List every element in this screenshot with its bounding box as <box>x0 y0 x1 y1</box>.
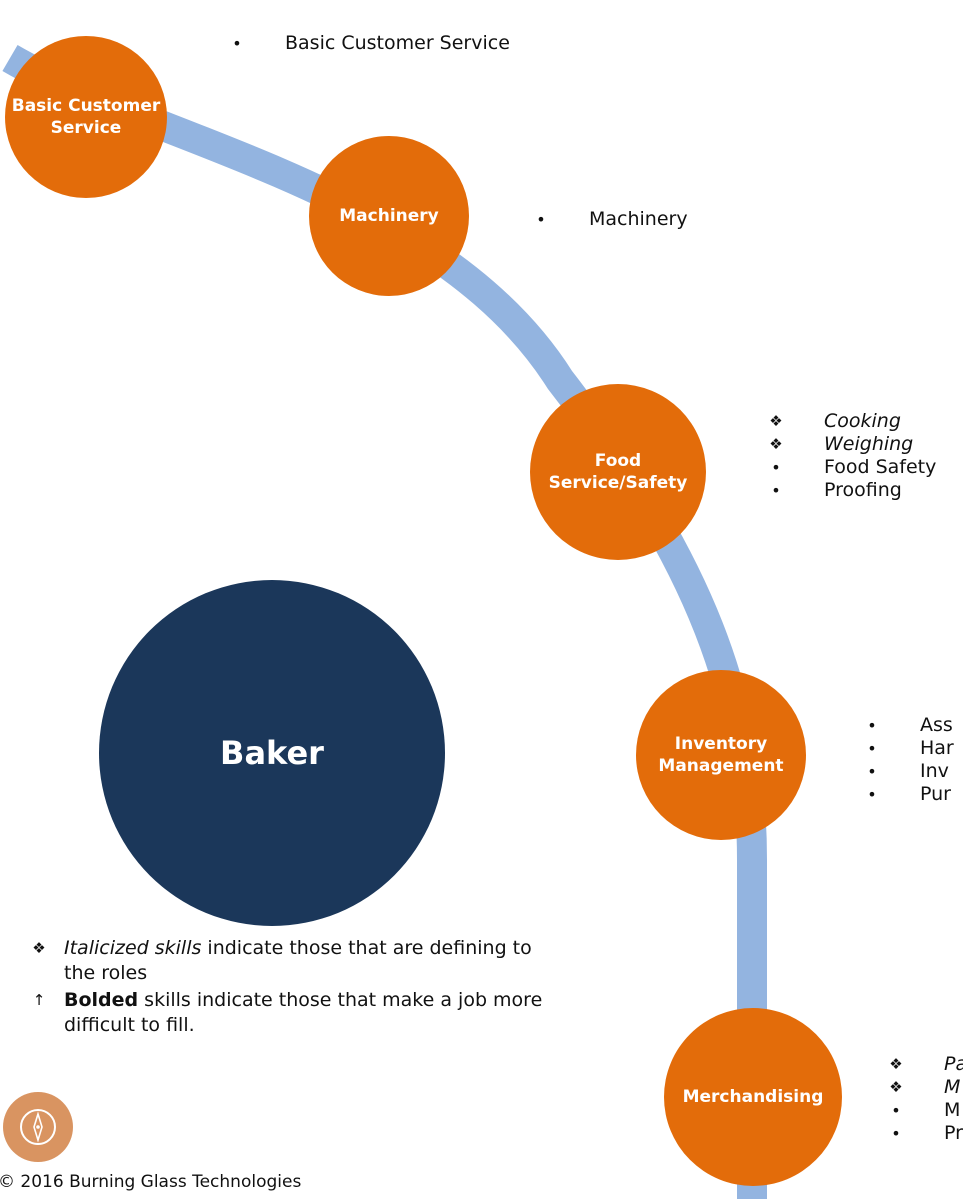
arrow-up-icon: ↑ <box>32 991 46 1009</box>
legend: ❖ Italicized skills indicate those that a… <box>28 936 548 1040</box>
bullet-icon: • <box>867 739 877 758</box>
legend-item-bold: ↑ Bolded skills indicate those that make … <box>28 988 548 1038</box>
node-label: Food Service/Safety <box>548 451 688 493</box>
legend-text: indicate those that are defining to the … <box>64 937 532 984</box>
skill-item: •M <box>886 1099 963 1122</box>
skill-item: •Food Safety <box>766 456 936 479</box>
skill-item: ❖Cooking <box>766 410 936 433</box>
node-label: Basic Customer Service <box>11 96 161 138</box>
bullet-icon: • <box>771 481 781 500</box>
diamond-bullet-icon: ❖ <box>769 412 783 430</box>
node-merchandising: Merchandising <box>664 1008 842 1186</box>
node-label: Inventory Management <box>658 734 784 776</box>
diamond-bullet-icon: ❖ <box>889 1078 903 1096</box>
skill-item: •Proofing <box>766 479 936 502</box>
skills-merchandising: ❖Pa ❖M •M •Pr <box>886 1053 963 1145</box>
bullet-icon: • <box>867 716 877 735</box>
node-basic-customer-service: Basic Customer Service <box>5 36 167 198</box>
diamond-bullet-icon: ❖ <box>769 435 783 453</box>
legend-emphasis-italic: Italicized skills <box>64 937 202 959</box>
diamond-bullet-icon: ❖ <box>889 1055 903 1073</box>
bullet-icon: • <box>891 1101 901 1120</box>
skill-item: •Ass <box>862 714 963 737</box>
skills-basic-customer-service: •Basic Customer Service <box>227 32 510 55</box>
bullet-icon: • <box>536 210 546 229</box>
node-label: Merchandising <box>682 1087 824 1107</box>
bullet-icon: • <box>867 762 877 781</box>
skill-item: •Inv <box>862 760 963 783</box>
node-machinery: Machinery <box>309 136 469 296</box>
diamond-bullet-icon: ❖ <box>32 939 46 957</box>
skills-machinery: •Machinery <box>531 208 687 231</box>
skill-item: ❖Weighing <box>766 433 936 456</box>
skill-item: ❖Pa <box>886 1053 963 1076</box>
skill-item: •Machinery <box>531 208 687 231</box>
bullet-icon: • <box>771 458 781 477</box>
bullet-icon: • <box>232 34 242 53</box>
skill-item: •Basic Customer Service <box>227 32 510 55</box>
skill-item: •Har <box>862 737 963 760</box>
copyright-text: © 2016 Burning Glass Technologies <box>0 1172 302 1192</box>
legend-emphasis-bold: Bolded <box>64 989 139 1011</box>
node-inventory-management: Inventory Management <box>636 670 806 840</box>
legend-item-italic: ❖ Italicized skills indicate those that a… <box>28 936 548 986</box>
center-label: Baker <box>220 734 324 772</box>
skill-item: ❖M <box>886 1076 963 1099</box>
node-label: Machinery <box>339 206 439 226</box>
compass-logo <box>3 1092 73 1162</box>
skills-food-service-safety: ❖Cooking ❖Weighing •Food Safety •Proofin… <box>766 410 936 502</box>
skill-item: •Pr <box>886 1122 963 1145</box>
bullet-icon: • <box>891 1124 901 1143</box>
bullet-icon: • <box>867 785 877 804</box>
compass-icon <box>20 1109 56 1145</box>
skills-inventory-management: •Ass •Har •Inv •Pur <box>862 714 963 806</box>
center-node-baker: Baker <box>99 580 445 926</box>
legend-text: skills indicate those that make a job mo… <box>64 989 543 1036</box>
node-food-service-safety: Food Service/Safety <box>530 384 706 560</box>
skill-item: •Pur <box>862 783 963 806</box>
